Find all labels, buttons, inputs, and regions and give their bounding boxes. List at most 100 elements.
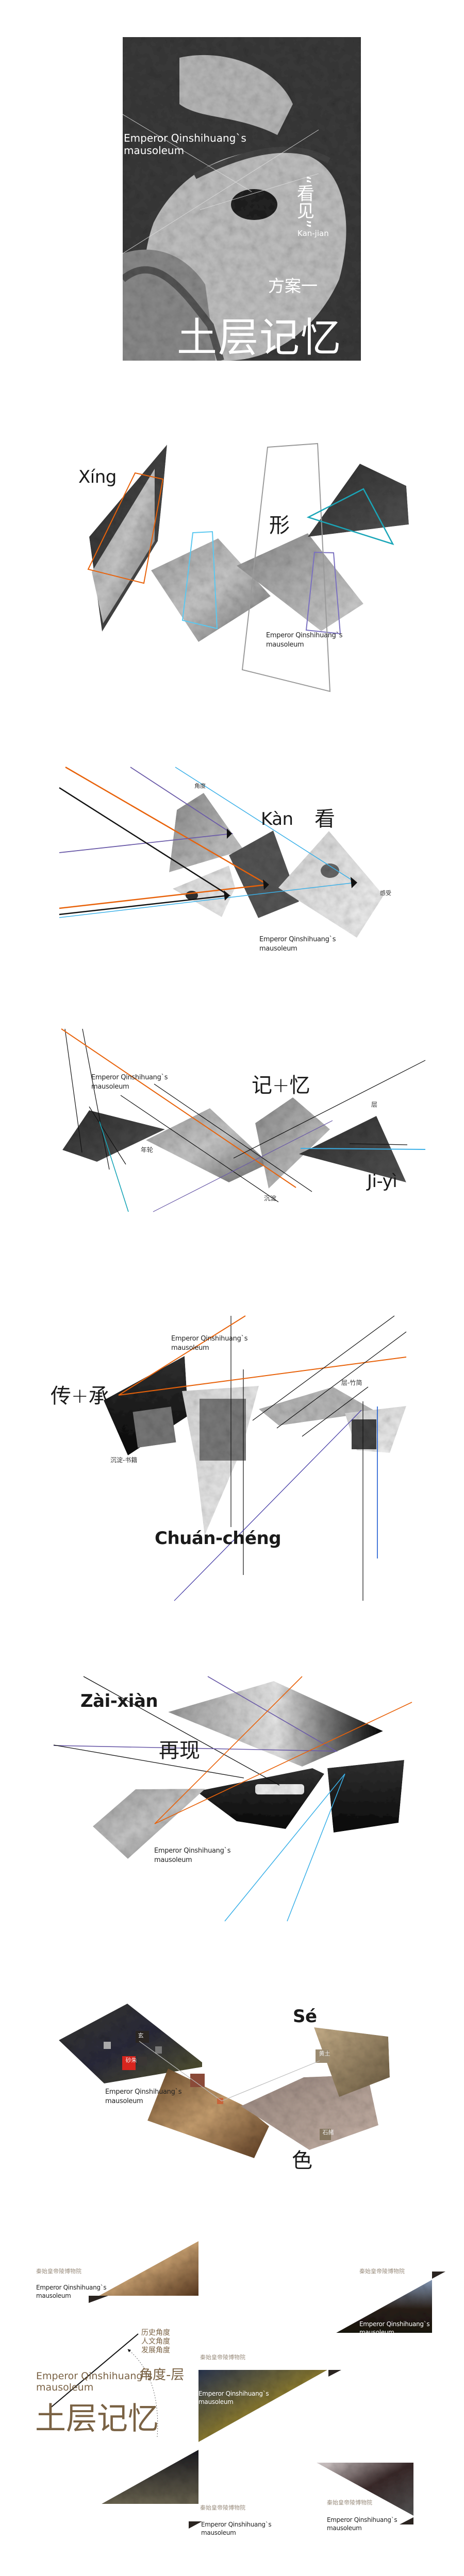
- general-triangle-photo: [317, 2463, 413, 2516]
- xing-caption: Emperor Qinshihuang`s mausoleum: [266, 631, 343, 649]
- book-photo-tile: [104, 1356, 188, 1455]
- zaixian-hanzi: 再现: [159, 1739, 200, 1762]
- armor-photo-tile: [59, 2004, 202, 2083]
- kan-collage: [169, 793, 384, 938]
- purple-frame: [305, 551, 341, 635]
- kan-section-art: [59, 766, 384, 938]
- caption-line2: mausoleum: [36, 2292, 71, 2300]
- arrowhead: [224, 890, 230, 901]
- cover-caption-line2: mausoleum: [124, 144, 185, 157]
- 3d-glasses-photo-tile: [196, 1768, 324, 1829]
- texture-triangle-photo: [62, 1110, 165, 1162]
- swatch-orange: [217, 2098, 223, 2104]
- teal-line: [99, 1121, 129, 1212]
- caption-line2: mausoleum: [359, 2329, 394, 2336]
- zaixian-pinyin: Zài-xiàn: [80, 1691, 158, 1711]
- cover-caption-line1: Emperor Qinshihuang`s: [124, 132, 246, 144]
- swatch-label-earth-yellow: 土黄: [318, 2050, 330, 2056]
- caption-line2: mausoleum: [91, 1082, 129, 1091]
- swatch-earth-yellow: [316, 2049, 329, 2063]
- orange-line: [118, 1315, 407, 1396]
- caption-line1: Emperor Qinshihuang`s: [198, 2390, 269, 2397]
- se-caption: Emperor Qinshihuang`s mausoleum: [105, 2088, 182, 2106]
- zaixian-caption: Emperor Qinshihuang`s mausoleum: [154, 1846, 231, 1865]
- finale-title: 土层记忆: [35, 2401, 159, 2437]
- caption-line1: Emperor Qinshihuang`s: [154, 1847, 231, 1855]
- kan-caption: Emperor Qinshihuang`s mausoleum: [259, 935, 336, 953]
- swatch-connector: [139, 2041, 320, 2102]
- orange-line: [154, 1676, 412, 1824]
- finale-collage: [49, 2241, 445, 2529]
- book-spines: [352, 1419, 376, 1449]
- line: [154, 1083, 312, 1192]
- warriors-triangle-photo: [99, 2241, 198, 2296]
- chuancheng-lines: [118, 1315, 407, 1601]
- corner-triangle: [328, 2370, 341, 2377]
- swatch-ochre: [320, 2129, 331, 2140]
- jiyi-hanzi: 记+忆: [252, 1074, 310, 1097]
- projector-photo-tile: [168, 1681, 383, 1767]
- caption-line2: mausoleum: [259, 944, 297, 953]
- projector-device-photo: [327, 1760, 404, 1833]
- se-collage: [59, 2004, 390, 2158]
- swatch-xuan: [136, 2031, 149, 2043]
- caption-line1: Emperor Qinshihuang`s: [91, 1074, 168, 1081]
- orange-frame: [87, 472, 164, 584]
- pit-photo-tile: [147, 2069, 269, 2158]
- jiyi-label-layer: 层: [371, 1101, 378, 1108]
- caption-line2: mausoleum: [171, 1344, 209, 1352]
- museum-building-photo-tile: [151, 538, 271, 642]
- chuancheng-caption: Emperor Qinshihuang`s mausoleum: [171, 1334, 248, 1352]
- swordsman-triangle-photo: [198, 2370, 327, 2442]
- zaixian-collage: [93, 1681, 404, 1859]
- chuancheng-hanzi: 传+承: [51, 1384, 109, 1408]
- arrowhead: [227, 828, 232, 839]
- line: [82, 1028, 110, 1170]
- gray-frame: [241, 443, 331, 692]
- zaixian-lines: [53, 1676, 412, 1922]
- cover-quote-pinyin: Kan-jian: [297, 229, 329, 238]
- finale-caption: Emperor Qinshihuang`s mausoleum: [327, 2516, 397, 2532]
- line: [349, 1143, 408, 1145]
- angle-development: 发展角度: [141, 2346, 170, 2354]
- bamboo-slips-photo: [259, 1387, 376, 1426]
- line: [233, 1060, 426, 1159]
- finale-caption: Emperor Qinshihuang`s mausoleum: [36, 2283, 107, 2300]
- museum-label: 秦始皇帝陵博物院: [200, 2504, 245, 2511]
- warriors-photo: [255, 1097, 330, 1189]
- kan-hanzi: 看: [314, 807, 335, 831]
- angle-line: [49, 2333, 139, 2409]
- se-hanzi: 色: [292, 2149, 312, 2173]
- jiyi-label-sediment: 沉淀: [264, 1195, 277, 1202]
- corner-triangle: [89, 2296, 108, 2303]
- excavation-photo-tile: [314, 2027, 390, 2097]
- wood-rings-photo: [146, 1108, 269, 1182]
- warriors-photo-tile: [237, 533, 363, 631]
- chuancheng-section-art: [104, 1315, 407, 1601]
- museum-label: 秦始皇帝陵博物院: [327, 2499, 372, 2506]
- swatch-label-cinnabar: 朱砂: [125, 2057, 137, 2063]
- caption-line2: mausoleum: [201, 2529, 236, 2537]
- swatch-brown: [190, 2074, 205, 2087]
- cover-scheme-label: 方案一: [268, 276, 318, 296]
- xing-hanzi: 形: [269, 514, 290, 537]
- jiyi-section-art: [61, 1028, 426, 1212]
- chuancheng-collage: [104, 1356, 406, 1535]
- caption-line1: Emperor Qinshihuang`s: [105, 2088, 182, 2096]
- museum-label: 秦始皇帝陵博物院: [359, 2268, 405, 2275]
- jiyi-lines: [61, 1028, 426, 1212]
- swatch-charcoal: [138, 2057, 147, 2065]
- angle-humanity: 人文角度: [141, 2337, 170, 2346]
- se-color-swatches: [104, 2031, 331, 2140]
- swatch-cinnabar: [122, 2056, 136, 2070]
- line: [83, 1676, 280, 1786]
- cover-horse-photo: Emperor Qinshihuang`s mausoleum “看见” Kan…: [123, 37, 361, 361]
- xing-collage: [89, 445, 409, 642]
- purple-line: [53, 1676, 338, 1752]
- viewer-photo-tile: [93, 1789, 205, 1859]
- finale-caption: Emperor Qinshihuang`s mausoleum: [359, 2320, 430, 2336]
- jiyi-caption: Emperor Qinshihuang`s mausoleum: [91, 1073, 168, 1091]
- caption-line1: Emperor Qinshihuang`s: [201, 2521, 272, 2528]
